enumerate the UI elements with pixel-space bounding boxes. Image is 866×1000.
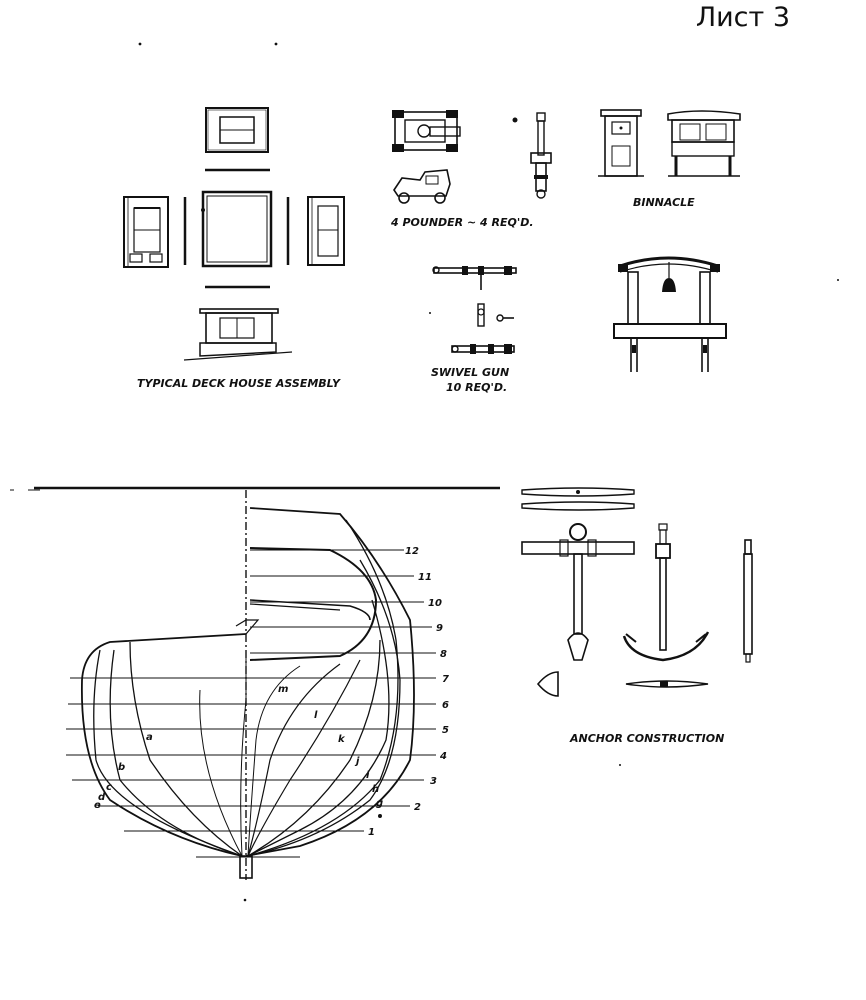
paper-specks [138,42,839,902]
body-plan-station-labels: 12 11 10 9 8 7 6 5 4 3 2 1 [368,546,449,838]
anchor-front-view [521,523,635,661]
four-pounder-gun: 4 POUNDER ~ 4 REQ'D. [390,110,552,229]
deck-house-right-side [307,196,345,266]
frame-label: c [106,782,112,793]
deck-house-assembly: TYPICAL DECK HOUSE ASSEMBLY [123,107,345,390]
body-plan: 12 11 10 9 8 7 6 5 4 3 2 1 a b c [10,486,500,880]
deck-house-left-side [123,196,169,268]
deck-house-elevation [183,308,293,361]
carriage-top-view [392,110,461,152]
station-label: 1 [368,827,375,838]
carriage-side-view [393,169,451,204]
anchor-side-view [622,523,710,662]
deck-house-plan [201,190,273,268]
frame-label: g [376,798,383,809]
anchor-construction: ANCHOR CONSTRUCTION [521,487,753,745]
station-label: 3 [430,776,437,787]
station-label: 6 [442,700,449,711]
station-label: 2 [414,802,421,813]
frame-label: j [354,756,360,767]
anchor-fluke-detail [536,671,559,697]
station-label: 10 [428,598,442,609]
body-plan-fore-sections [245,507,415,857]
station-label: 9 [436,623,443,634]
frame-label: i [366,770,370,781]
frame-label: k [338,734,346,745]
station-label: 5 [442,725,449,736]
anchor-shank-detail [743,539,753,663]
body-plan-aft-sections [80,619,260,857]
frame-label: b [118,762,125,773]
frame-label: m [278,684,288,695]
frame-label: l [314,710,318,721]
station-label: 8 [440,649,447,660]
cannon-barrel [530,112,552,199]
station-label: 4 [439,751,447,762]
binnacle-front-view [667,110,741,177]
binnacle-side-view [598,109,644,177]
anchor-stock-plan [521,487,635,511]
bell-belfry [613,256,727,372]
station-label: 11 [418,572,432,583]
frame-label: h [372,784,379,795]
swivel-gun: SWIVEL GUN 10 REQ'D. [431,266,517,394]
sheet-label: Лист 3 [695,2,790,33]
station-label: 12 [405,546,419,557]
anchor-stock-detail [625,680,709,688]
swivel-caption-line1: SWIVEL GUN [431,366,509,379]
binnacle-caption: BINNACLE [633,196,695,209]
deck-house-caption: TYPICAL DECK HOUSE ASSEMBLY [137,377,341,390]
station-label: 7 [442,674,449,685]
swivel-gun-side [451,344,515,354]
frame-label: a [146,732,153,743]
four-pounder-caption: 4 POUNDER ~ 4 REQ'D. [390,216,534,229]
swivel-mount [477,303,514,327]
deck-house-top-view [205,107,269,153]
swivel-gun-top [432,266,517,290]
swivel-caption-line2: 10 REQ'D. [446,381,507,394]
frame-label: d [98,792,106,803]
binnacle: BINNACLE [598,109,741,209]
anchor-caption: ANCHOR CONSTRUCTION [569,732,724,745]
frame-label: e [94,800,101,811]
body-plan-frame-labels: a b c d e m l k j i h g [94,684,383,811]
